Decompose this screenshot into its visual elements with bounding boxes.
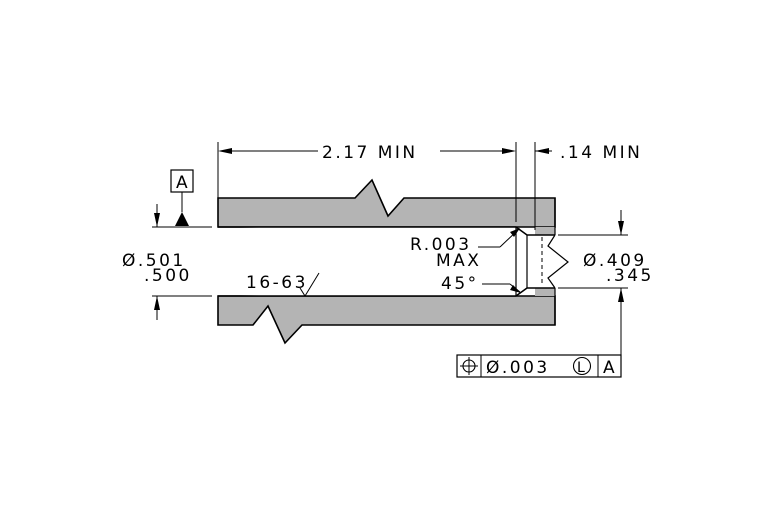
hole-diameter-lower: .345 bbox=[606, 266, 654, 286]
surface-finish: 16-63 bbox=[246, 272, 320, 297]
radius-max-text: MAX bbox=[436, 251, 481, 271]
counterbore-dimension-text: .14 MIN bbox=[560, 143, 642, 163]
bore-diameter-lower: .500 bbox=[144, 266, 192, 286]
part-section bbox=[217, 178, 569, 345]
position-icon bbox=[460, 357, 478, 375]
chamfer-angle-text: 45° bbox=[441, 274, 479, 294]
radius-text: R.003 bbox=[410, 235, 472, 255]
datum-triangle-icon bbox=[175, 212, 189, 226]
fcf-datum-ref: A bbox=[603, 358, 617, 378]
dimension-counterbore: .14 MIN bbox=[534, 142, 642, 230]
feature-control-frame: Ø.003 L A bbox=[456, 354, 622, 378]
bore bbox=[218, 226, 555, 297]
datum-label: A bbox=[176, 173, 190, 193]
fcf-modifier: L bbox=[577, 360, 585, 376]
dimension-bore-diameter: Ø.501 .500 bbox=[122, 204, 212, 320]
dimension-hole-diameter: Ø.409 .345 bbox=[558, 210, 654, 355]
top-wall bbox=[217, 178, 556, 228]
lmc-modifier-icon bbox=[572, 356, 592, 376]
radius-callout: R.003 MAX bbox=[410, 228, 520, 271]
bottom-wall bbox=[217, 295, 556, 345]
length-dimension-text: 2.17 MIN bbox=[322, 143, 418, 163]
fcf-tolerance: Ø.003 bbox=[486, 358, 550, 378]
bore-diameter-upper: Ø.501 bbox=[122, 251, 186, 271]
dimension-length: 2.17 MIN bbox=[217, 142, 517, 222]
surface-finish-text: 16-63 bbox=[246, 273, 308, 293]
chamfer-callout: 45° bbox=[441, 274, 521, 294]
datum-feature: A bbox=[170, 169, 194, 226]
hole-diameter-upper: Ø.409 bbox=[583, 251, 647, 271]
